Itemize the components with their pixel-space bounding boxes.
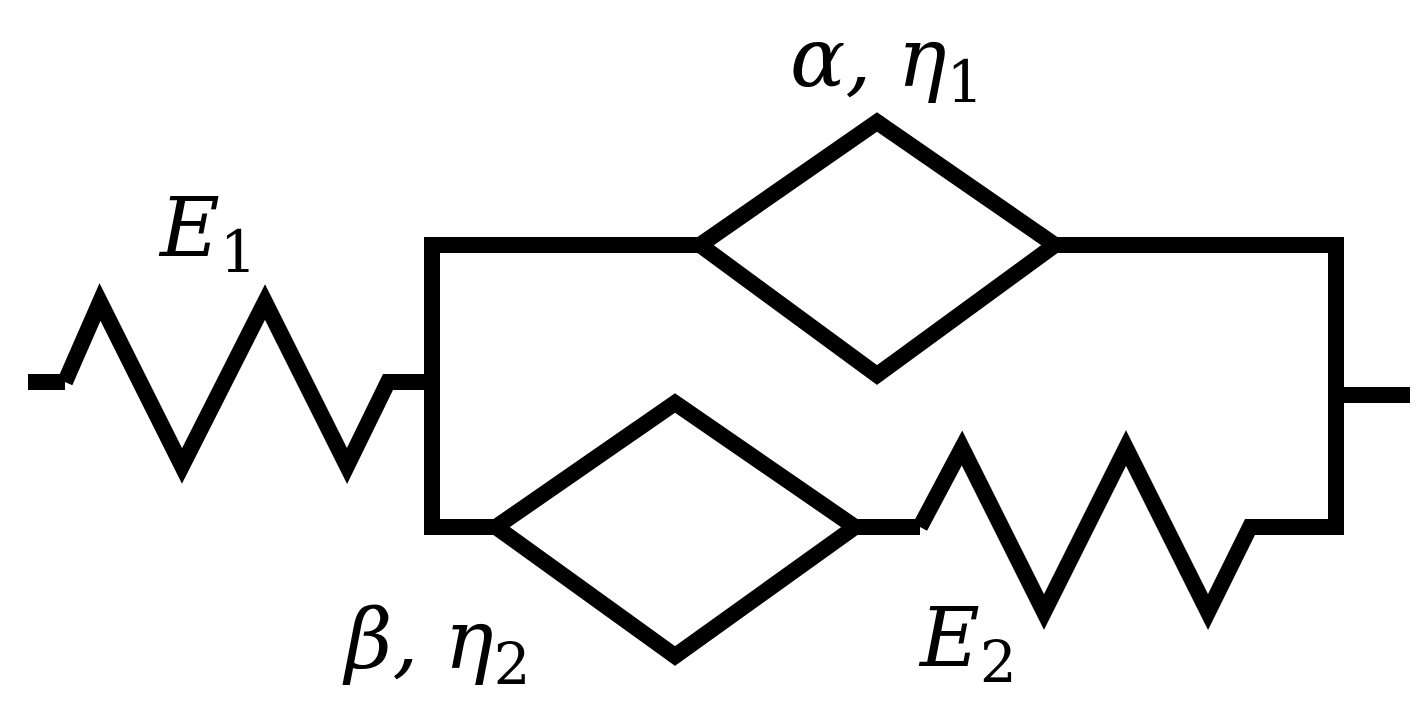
springpot-alpha-eta1 (686, 112, 1069, 385)
label-beta-eta2: β, η2 (345, 600, 531, 694)
label-e1-subscript: 1 (219, 218, 257, 287)
label-alpha-eta1-subscript: 1 (946, 48, 984, 117)
label-e2-subscript: 2 (979, 628, 1017, 697)
label-beta-eta2-subscript: 2 (493, 630, 531, 699)
spring-e1 (57, 283, 432, 485)
springpot-beta-eta2 (482, 393, 869, 666)
label-alpha-eta1: α, η1 (790, 18, 984, 112)
spring-e2 (912, 430, 1336, 630)
label-e2: E2 (920, 598, 1017, 692)
label-e2-symbol: E (920, 591, 980, 686)
label-e1: E1 (160, 188, 257, 282)
label-e1-symbol: E (160, 181, 220, 276)
label-beta-eta2-symbol: β, η (345, 593, 494, 688)
label-alpha-eta1-symbol: α, η (790, 11, 947, 106)
